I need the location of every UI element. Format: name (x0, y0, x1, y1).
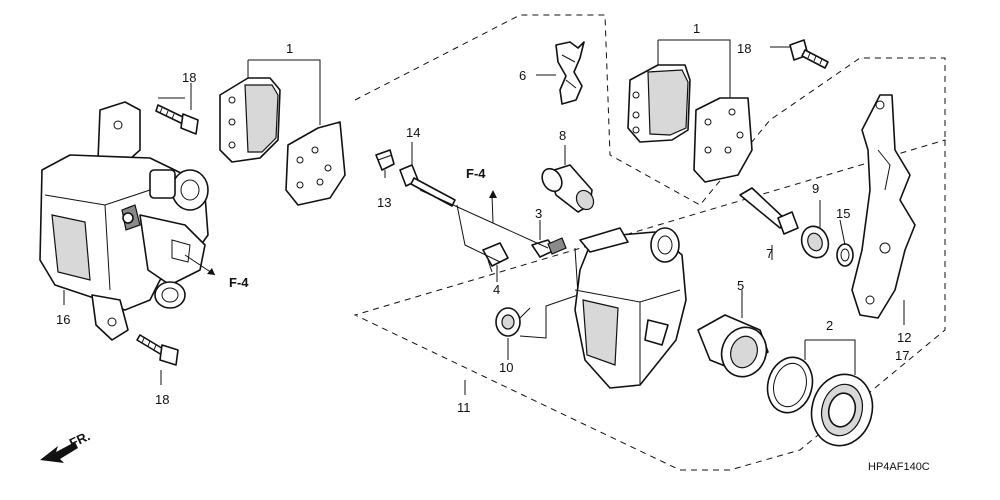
label-part-14: 14 (406, 125, 420, 140)
label-part-5: 5 (737, 278, 744, 293)
label-part-11: 11 (457, 400, 471, 415)
boot-cap-part-13 (375, 149, 395, 171)
label-part-8: 8 (559, 128, 566, 143)
boot-part-10 (495, 307, 521, 337)
front-caliper-body (574, 227, 687, 389)
label-part-16: 16 (56, 312, 70, 327)
label-part-1-left: 1 (286, 41, 293, 56)
label-part-13: 13 (377, 195, 391, 210)
leader-lines (63, 39, 905, 395)
label-part-2: 2 (826, 318, 833, 333)
bolt-18-top-left (155, 104, 199, 135)
label-part-18-bottom-left: 18 (155, 392, 169, 407)
bleeder-part-3 (531, 237, 567, 258)
label-part-7: 7 (766, 246, 773, 261)
label-part-4: 4 (493, 282, 500, 297)
slide-pin-part-14 (399, 164, 456, 207)
label-part-6: 6 (519, 68, 526, 83)
label-part-1-right: 1 (693, 21, 700, 36)
piston-seal-part-2 (766, 356, 874, 447)
diagram-code: HP4AF140C (868, 461, 930, 473)
label-ref-f4-center: F-4 (466, 166, 486, 181)
label-part-18-right: 18 (737, 41, 751, 56)
bolt-18-bottom-left (136, 334, 179, 366)
label-part-3: 3 (535, 206, 542, 221)
label-part-15: 15 (836, 206, 850, 221)
piston-part-5 (697, 314, 769, 378)
slide-pin-part-8 (541, 164, 595, 213)
front-label: FR. (67, 428, 92, 450)
rear-caliper-part-16 (39, 101, 216, 341)
label-part-18-top-left: 18 (182, 70, 196, 85)
bolt-18-right (789, 39, 829, 69)
pad-spring-part-6 (555, 41, 585, 105)
caliper-bracket-part-12-17 (851, 94, 916, 319)
front-direction-arrow: FR. (40, 428, 92, 463)
boot-part-9 (800, 225, 830, 259)
bleeder-cap-part-4 (482, 242, 509, 273)
brake-pads-left-part-1 (219, 77, 346, 206)
brake-pads-right-part-1 (627, 64, 753, 183)
label-part-10: 10 (499, 360, 513, 375)
label-ref-f4-left: F-4 (229, 275, 249, 290)
label-part-9: 9 (812, 181, 819, 196)
ring-part-15 (836, 243, 854, 267)
label-part-12: 12 (897, 330, 911, 345)
caliper-assembly-boundary (353, 14, 946, 471)
slide-pin-part-7 (739, 187, 799, 235)
label-part-17: 17 (895, 348, 909, 363)
